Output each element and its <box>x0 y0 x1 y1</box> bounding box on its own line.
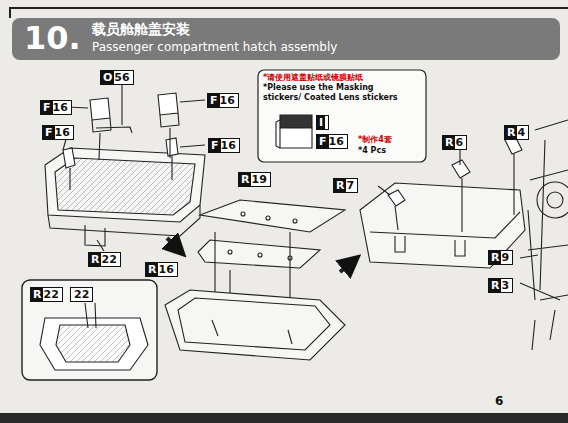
note-box: *请使用遮盖贴纸或镜膜贴纸*Please use the Masking sti… <box>258 70 426 162</box>
callout-number: F16 <box>207 93 239 108</box>
callout-number: R22 <box>88 252 121 267</box>
step-title-zh: 载员舱舱盖安装 <box>92 21 190 38</box>
callout-number: R19 <box>238 172 271 187</box>
page-number: 6 <box>495 394 503 408</box>
callout-number: F16 <box>42 125 74 140</box>
callout-number: O56 <box>100 70 134 85</box>
callout-number: I <box>316 115 329 130</box>
callout-number: 22 <box>70 287 93 302</box>
callout-number: R22 <box>30 287 63 302</box>
callout-number: F16 <box>208 138 240 153</box>
callout-number: R9 <box>488 250 513 265</box>
step-header: 10. 载员舱舱盖安装 Passenger compartment hatch as… <box>12 18 560 60</box>
callout-number: F16 <box>316 134 348 149</box>
step-number: 10. <box>24 19 81 57</box>
callout-number: R16 <box>145 262 178 277</box>
note-qty-zh: *制作4套 <box>358 135 392 145</box>
callout-number: R7 <box>333 178 358 193</box>
note-qty-en: *4 Pcs <box>358 146 386 156</box>
note-en: *Please use the Masking stickers/ Coated… <box>263 83 413 103</box>
inset-box: R22 22 <box>22 280 157 380</box>
callout-number: R4 <box>504 125 529 140</box>
callout-number: R6 <box>442 135 467 150</box>
step-title-en: Passenger compartment hatch assembly <box>92 40 337 55</box>
callout-number: R3 <box>488 278 513 293</box>
callout-number: F16 <box>40 100 72 115</box>
note-zh: *请使用遮盖贴纸或镜膜贴纸 <box>263 73 363 83</box>
